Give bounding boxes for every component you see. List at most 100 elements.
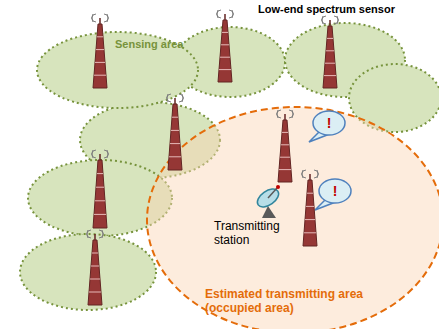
tower-mast bbox=[284, 114, 286, 120]
tower-rung bbox=[97, 173, 103, 174]
tower-rung bbox=[96, 49, 104, 50]
sensing-area-ellipse bbox=[37, 32, 198, 108]
tower-rung bbox=[327, 38, 333, 39]
radio-wave bbox=[104, 14, 108, 22]
bubble-body bbox=[319, 179, 351, 203]
tower-rung bbox=[170, 143, 180, 144]
tower-rung bbox=[96, 187, 104, 188]
tower-rung bbox=[307, 193, 313, 194]
area-label: Sensing area bbox=[115, 38, 183, 51]
tower-rung bbox=[91, 266, 99, 267]
dish-feed bbox=[268, 188, 277, 198]
tower-rung bbox=[222, 32, 228, 33]
tower-body bbox=[168, 104, 182, 170]
estimated-transmitting-area-ellipse bbox=[147, 107, 439, 329]
radio-wave bbox=[217, 10, 221, 18]
radio-wave bbox=[277, 110, 278, 118]
tower-rung bbox=[95, 62, 105, 63]
radio-wave bbox=[217, 10, 218, 18]
radio-wave bbox=[92, 14, 93, 22]
radio-wave bbox=[277, 110, 281, 118]
tower-rung bbox=[324, 75, 336, 76]
tower-rung bbox=[305, 219, 315, 220]
tower-rung bbox=[92, 253, 98, 254]
sensor-tower bbox=[92, 150, 109, 228]
radio-wave bbox=[87, 230, 88, 238]
radio-wave bbox=[314, 170, 318, 178]
tower-rung bbox=[94, 214, 106, 215]
area-label: Estimated transmitting area (occupied ar… bbox=[205, 288, 395, 316]
radio-wave bbox=[229, 10, 233, 18]
dish-reflector bbox=[254, 185, 282, 210]
bubble-body bbox=[313, 111, 345, 135]
tower-mast bbox=[174, 98, 176, 104]
tower-rung bbox=[306, 206, 314, 207]
radio-wave bbox=[107, 14, 108, 22]
radio-wave bbox=[167, 94, 171, 102]
radio-wave bbox=[334, 16, 338, 24]
tower-body bbox=[93, 24, 107, 88]
tower-mast bbox=[99, 154, 101, 160]
radio-wave bbox=[232, 10, 233, 18]
sensor-tower bbox=[277, 110, 294, 182]
tower-rung bbox=[89, 292, 101, 293]
tower-rung bbox=[220, 57, 230, 58]
tower-rung bbox=[169, 156, 181, 157]
estimated-transmitting-area: Estimated transmitting area (occupied ar… bbox=[145, 105, 439, 329]
alert-bubble: ! bbox=[312, 110, 346, 138]
sensor-tower bbox=[167, 94, 184, 170]
radio-wave bbox=[92, 14, 96, 22]
tower-rung bbox=[282, 132, 288, 133]
sensor-tower bbox=[302, 170, 319, 246]
tower-mast bbox=[309, 174, 311, 180]
station-label: Transmitting station bbox=[214, 220, 292, 248]
radio-wave bbox=[99, 230, 103, 238]
radio-wave bbox=[179, 94, 183, 102]
tower-rung bbox=[94, 75, 106, 76]
radio-wave bbox=[302, 170, 303, 178]
tower-mast bbox=[99, 18, 101, 24]
tower-body bbox=[93, 160, 107, 228]
tower-rung bbox=[171, 130, 179, 131]
radio-wave bbox=[92, 150, 96, 158]
tower-body bbox=[303, 180, 317, 246]
radio-wave bbox=[302, 170, 306, 178]
sensor-tower bbox=[92, 14, 109, 88]
alert-bubble: ! bbox=[318, 178, 352, 206]
radio-wave bbox=[107, 150, 108, 158]
tower-rung bbox=[279, 169, 291, 170]
radio-wave bbox=[92, 150, 93, 158]
tower-rung bbox=[281, 144, 289, 145]
radio-wave bbox=[289, 110, 293, 118]
radio-wave bbox=[104, 150, 108, 158]
radio-wave bbox=[87, 230, 91, 238]
tower-mast bbox=[224, 14, 226, 20]
tower-rung bbox=[325, 63, 335, 64]
tower-mast bbox=[329, 20, 331, 26]
sensor-tower bbox=[87, 230, 104, 305]
tower-rung bbox=[97, 36, 103, 37]
alert-mark: ! bbox=[327, 115, 332, 131]
radio-wave bbox=[317, 170, 318, 178]
tower-body bbox=[323, 26, 337, 88]
tower-rung bbox=[172, 117, 178, 118]
alert-mark: ! bbox=[333, 183, 338, 199]
radio-wave bbox=[322, 16, 326, 24]
tower-rung bbox=[280, 157, 290, 158]
tower-body bbox=[278, 120, 292, 182]
signal-dot bbox=[276, 185, 280, 189]
tower-rung bbox=[90, 279, 100, 280]
tower-mast bbox=[94, 234, 96, 240]
radio-wave bbox=[182, 94, 183, 102]
tower-rung bbox=[326, 50, 334, 51]
radio-wave bbox=[292, 110, 293, 118]
sensor-tower bbox=[322, 16, 339, 88]
sensing-area-ellipse bbox=[20, 234, 156, 310]
tower-rung bbox=[95, 200, 105, 201]
radio-wave bbox=[167, 94, 168, 102]
dish-stand bbox=[262, 206, 276, 218]
sensor-tower bbox=[217, 10, 234, 82]
tower-rung bbox=[304, 232, 316, 233]
